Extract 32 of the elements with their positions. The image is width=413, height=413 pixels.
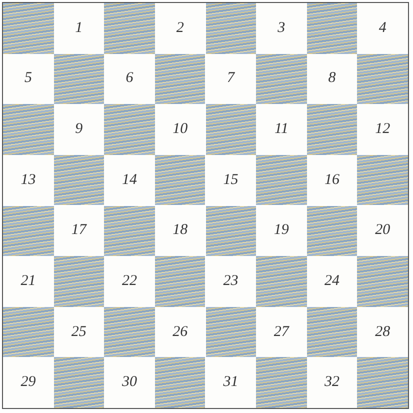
numbered-square: 32 <box>306 357 358 408</box>
numbered-square: 24 <box>306 256 358 307</box>
numbered-square: 30 <box>104 357 155 408</box>
numbered-square: 5 <box>3 54 54 104</box>
numbered-square: 9 <box>54 104 104 155</box>
numbered-square: 13 <box>3 154 54 206</box>
numbered-square: 2 <box>154 3 206 54</box>
numbered-square: 3 <box>256 3 307 54</box>
numbered-square: 14 <box>104 154 155 206</box>
numbered-square: 23 <box>206 256 256 307</box>
numbered-square: 27 <box>256 306 307 358</box>
numbered-square: 28 <box>357 306 408 358</box>
numbered-square: 10 <box>154 104 206 155</box>
numbered-square: 1 <box>54 3 104 54</box>
numbered-square: 29 <box>3 357 54 408</box>
numbered-square: 20 <box>357 206 408 256</box>
numbered-square: 12 <box>357 104 408 155</box>
numbered-square: 7 <box>206 54 256 104</box>
numbered-square: 31 <box>206 357 256 408</box>
numbered-square: 19 <box>256 206 307 256</box>
numbered-square: 6 <box>104 54 155 104</box>
numbered-square: 18 <box>154 206 206 256</box>
numbered-square: 4 <box>357 3 408 54</box>
numbered-square: 16 <box>306 154 358 206</box>
numbered-square: 15 <box>206 154 256 206</box>
numbered-square: 25 <box>54 306 104 358</box>
numbered-square: 22 <box>104 256 155 307</box>
numbered-square: 8 <box>306 54 358 104</box>
numbered-square: 17 <box>54 206 104 256</box>
numbered-square: 26 <box>154 306 206 358</box>
numbered-square: 21 <box>3 256 54 307</box>
numbered-square: 11 <box>256 104 307 155</box>
